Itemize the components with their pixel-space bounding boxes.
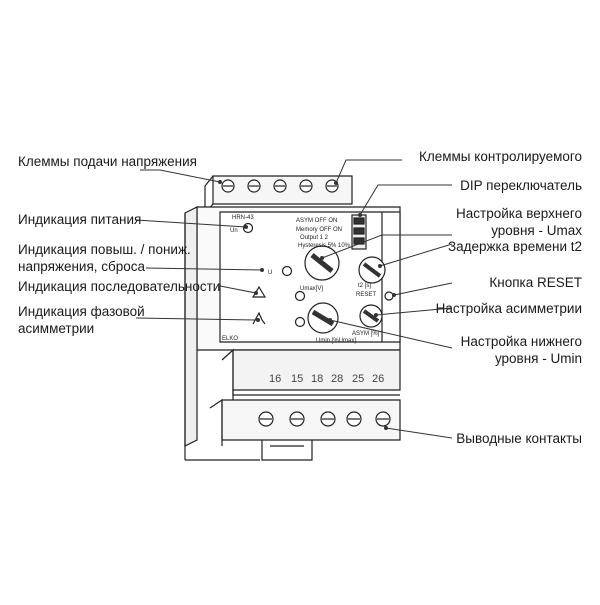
callout-time-delay: Задержка времени t2 xyxy=(447,239,582,254)
callout-reset-button: Кнопка RESET xyxy=(489,275,582,290)
brand-label: ELKO xyxy=(222,336,238,342)
callout-sequence-indication: Индикация последовательности xyxy=(18,279,221,294)
led-asymmetry xyxy=(294,316,306,328)
callout-phase-asym-line2: асимметрии xyxy=(18,321,95,336)
dip-label-asym: ASYM OFF ON xyxy=(296,218,337,224)
callout-dip-switch: DIP переключатель xyxy=(460,178,582,193)
callout-controlled-terminals: Клеммы контролируемого xyxy=(419,149,582,164)
callout-lower-level: Настройка нижнего уровня - Umin xyxy=(461,333,582,367)
dip-label-memory: Memory OFF ON xyxy=(296,227,342,233)
led-u-label: U xyxy=(268,270,272,276)
svg-text:28: 28 xyxy=(331,373,343,385)
dip-label-hyst: Hysteresis 5% 10% xyxy=(298,243,351,249)
asym-scale-label: ASYM [%] xyxy=(352,331,380,337)
bottom-terminal-block xyxy=(221,399,401,441)
umax-scale-label: Umax[V] xyxy=(300,286,323,292)
callout-power-indication: Индикация питания xyxy=(18,212,142,227)
callout-phase-asym-indication: Индикация фазовой асимметрии xyxy=(18,303,145,337)
umin-scale-label: Umin [%Umax] xyxy=(316,338,356,344)
svg-text:16: 16 xyxy=(269,373,281,385)
dip-label-output: Output 1 2 xyxy=(300,235,329,241)
bottom-terminal-numbers: 16 15 18 28 25 26 xyxy=(269,373,384,385)
led-un-label: Un xyxy=(230,228,238,234)
svg-text:18: 18 xyxy=(311,373,323,385)
callout-upper-level: Настройка верхнего уровня - Umax xyxy=(456,205,582,239)
callout-over-under-line2: напряжения, сброса xyxy=(18,259,146,274)
svg-text:15: 15 xyxy=(291,373,303,385)
callout-supply-terminals: Клеммы подачи напряжения xyxy=(18,154,197,169)
reset-button xyxy=(384,291,394,301)
bottom-screw-terminals xyxy=(258,411,391,427)
reset-text: RESET xyxy=(356,292,376,298)
callout-over-under-indication: Индикация повыш. / пониж. напряжения, сб… xyxy=(18,241,191,275)
callout-lower-level-line1: Настройка нижнего xyxy=(460,334,582,349)
callout-lower-level-line2: уровня - Umin xyxy=(494,351,582,366)
callout-upper-level-line2: уровня - Umax xyxy=(491,223,582,238)
callout-asymmetry-setting: Настройка асимметрии xyxy=(435,301,582,316)
svg-text:26: 26 xyxy=(372,373,384,385)
svg-text:25: 25 xyxy=(352,373,364,385)
callout-output-contacts: Выводные контакты xyxy=(456,431,582,446)
callout-over-under-line1: Индикация повыш. / пониж. xyxy=(18,242,191,257)
top-screw-terminals xyxy=(221,179,339,193)
led-over-under xyxy=(281,265,293,277)
t2-scale-label: t2 [s] xyxy=(358,283,371,289)
callout-phase-asym-line1: Индикация фазовой xyxy=(18,304,145,319)
leader-arrowheads xyxy=(218,180,396,430)
leader-lines xyxy=(135,159,453,439)
device-model: HRN-43 xyxy=(232,215,254,221)
callout-upper-level-line1: Настройка верхнего xyxy=(456,206,582,221)
led-sequence xyxy=(294,290,306,302)
